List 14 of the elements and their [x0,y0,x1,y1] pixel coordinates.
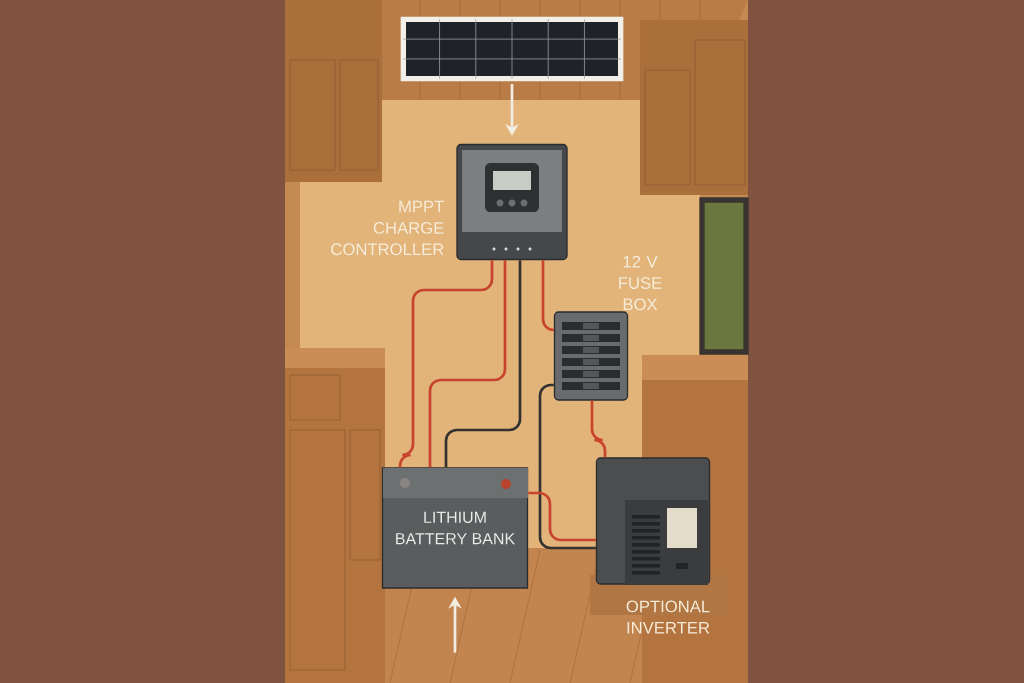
fuse-box [553,311,629,401]
cable [444,260,522,468]
inverter [595,457,711,585]
component-label: OPTIONAL INVERTER [626,600,710,634]
cable [590,400,607,458]
charge-controller [456,143,568,261]
component-label: 12 V FUSE BOX [619,255,662,311]
cable [398,260,494,468]
cable [428,260,507,468]
cable [528,491,596,542]
battery: LITHIUM BATTERY BANK [381,467,529,589]
cable [541,260,555,332]
solar-panel [400,16,624,82]
component-label: MPPT CHARGE CONTROLLER [331,200,444,256]
